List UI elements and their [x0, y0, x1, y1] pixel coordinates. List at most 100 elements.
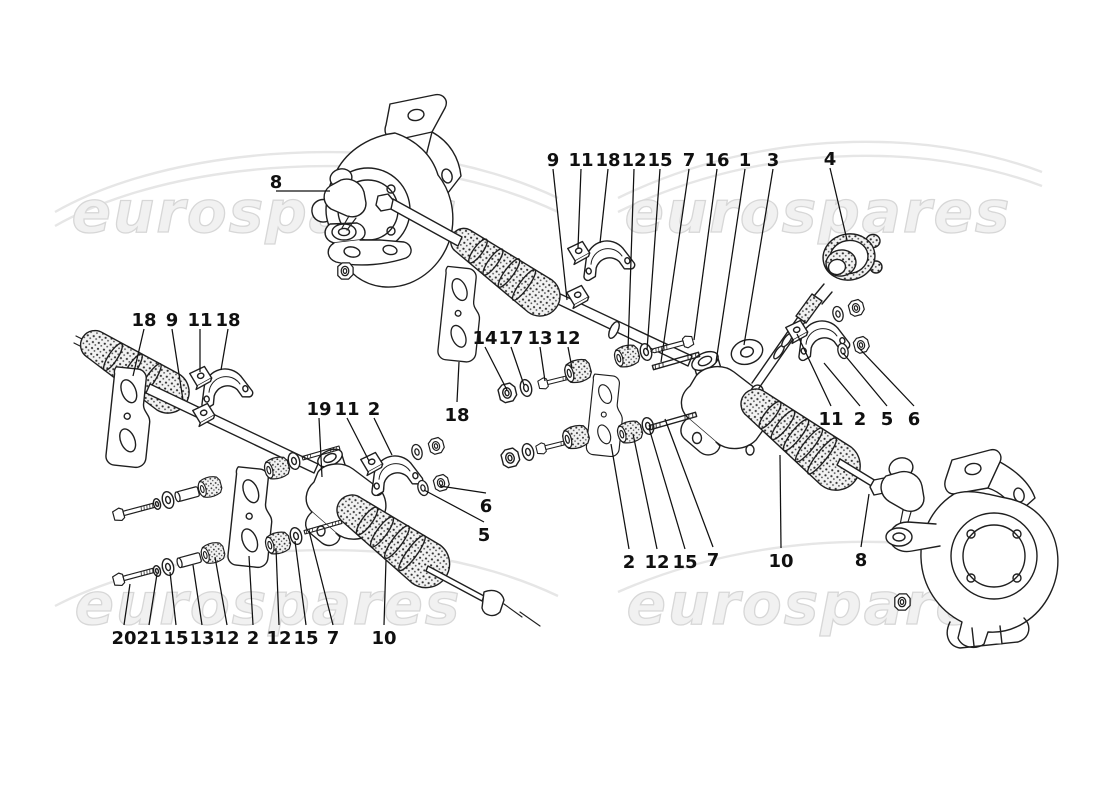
- line-art: [73, 93, 1059, 649]
- callout-2-30[interactable]: 2: [247, 628, 260, 649]
- callout-12-23[interactable]: 12: [555, 328, 580, 349]
- callout-15-27[interactable]: 15: [163, 628, 188, 649]
- callout-leader-5-19: [423, 489, 485, 523]
- lower-tie-rod: [425, 565, 541, 627]
- callout-5-43[interactable]: 5: [881, 409, 894, 430]
- callout-leader-18-11: [132, 328, 145, 377]
- callout-18-11[interactable]: 18: [131, 310, 156, 331]
- callout-leader-12-4: [627, 168, 635, 351]
- knuckle-nut-right: [894, 593, 911, 611]
- callout-leader-11-41: [796, 333, 832, 407]
- callout-6-44[interactable]: 6: [908, 409, 921, 430]
- callout-11-41[interactable]: 11: [818, 409, 843, 430]
- left-bolt-row-upper: [111, 474, 224, 523]
- callout-leader-11-16: [346, 417, 370, 462]
- callout-18-14[interactable]: 18: [215, 310, 240, 331]
- callout-leader-10-39: [779, 454, 782, 549]
- callout-10-39[interactable]: 10: [768, 551, 793, 572]
- callout-21-26[interactable]: 21: [136, 628, 161, 649]
- callout-leader-17-21: [510, 346, 525, 386]
- callout-6-18[interactable]: 6: [480, 496, 493, 517]
- callout-leader-3-9: [743, 168, 774, 346]
- callout-7-33[interactable]: 7: [327, 628, 340, 649]
- callout-15-32[interactable]: 15: [293, 628, 318, 649]
- callout-leader-14-20: [484, 346, 508, 391]
- pinion-shaft-and-coupling: [751, 233, 883, 389]
- callout-9-1[interactable]: 9: [547, 150, 560, 171]
- callout-11-2[interactable]: 11: [568, 150, 593, 171]
- callout-19-15[interactable]: 19: [306, 399, 331, 420]
- watermark-1: eurospares: [625, 178, 1012, 246]
- callout-9-12[interactable]: 9: [166, 310, 179, 331]
- callout-18-3[interactable]: 18: [595, 150, 620, 171]
- right-steering-knuckle: [885, 448, 1059, 649]
- callout-7-6[interactable]: 7: [683, 150, 696, 171]
- callout-8-0[interactable]: 8: [270, 172, 283, 193]
- callout-leader-1-8: [715, 168, 746, 363]
- callout-4-10[interactable]: 4: [824, 149, 837, 170]
- callout-leader-10-34: [383, 559, 387, 626]
- callout-leader-20-25: [123, 583, 131, 626]
- callout-leader-7-33: [308, 530, 334, 626]
- callout-leader-7-6: [660, 168, 690, 363]
- callout-leader-2-30: [248, 555, 254, 626]
- knuckle-nut-left: [337, 262, 354, 280]
- callout-10-34[interactable]: 10: [371, 628, 396, 649]
- callout-2-17[interactable]: 2: [368, 399, 381, 420]
- callout-17-21[interactable]: 17: [498, 328, 523, 349]
- callout-12-31[interactable]: 12: [266, 628, 291, 649]
- callout-11-13[interactable]: 11: [187, 310, 212, 331]
- callout-leader-19-15: [318, 417, 323, 478]
- callout-leader-5-43: [842, 352, 888, 407]
- callout-13-28[interactable]: 13: [189, 628, 214, 649]
- callout-16-7[interactable]: 16: [704, 150, 729, 171]
- callout-leader-9-12: [171, 328, 184, 401]
- callout-leader-12-31: [275, 547, 280, 626]
- callout-leader-15-37: [648, 427, 686, 550]
- callout-leader-18-24: [456, 361, 460, 403]
- callout-leader-2-17: [373, 417, 393, 456]
- callout-leader-13-22: [539, 346, 546, 382]
- mounting-bracket-right: [584, 373, 628, 458]
- callout-leader-12-36: [632, 433, 658, 550]
- callout-3-9[interactable]: 3: [767, 150, 780, 171]
- callout-7-38[interactable]: 7: [707, 550, 720, 571]
- callout-leader-18-3: [599, 168, 609, 244]
- callout-leader-9-1: [552, 168, 568, 301]
- callout-12-29[interactable]: 12: [214, 628, 239, 649]
- callout-2-35[interactable]: 2: [623, 552, 636, 573]
- callout-leader-15-5: [646, 168, 661, 351]
- callout-leader-8-40: [860, 493, 870, 548]
- callout-leader-15-27: [169, 571, 177, 626]
- seal-ring: [730, 338, 764, 366]
- callout-leader-6-44: [857, 346, 915, 407]
- center-bolt-row-lower: [499, 422, 592, 470]
- upper-rack-right-boot: [740, 388, 861, 491]
- callout-14-20[interactable]: 14: [472, 328, 497, 349]
- callout-8-40[interactable]: 8: [855, 550, 868, 571]
- callout-leader-15-32: [294, 540, 307, 626]
- callout-leader-16-7: [693, 168, 718, 341]
- callout-13-22[interactable]: 13: [527, 328, 552, 349]
- callout-1-8[interactable]: 1: [739, 150, 752, 171]
- callout-15-5[interactable]: 15: [647, 150, 672, 171]
- callout-leader-12-29: [214, 556, 228, 626]
- callout-leader-13-28: [192, 564, 203, 626]
- callout-leader-2-42: [823, 362, 861, 407]
- callout-20-25[interactable]: 20: [111, 628, 136, 649]
- callout-12-4[interactable]: 12: [621, 150, 646, 171]
- callout-2-42[interactable]: 2: [854, 409, 867, 430]
- callout-12-36[interactable]: 12: [644, 552, 669, 573]
- callout-leader-2-35: [610, 443, 630, 550]
- swoosh-top-right: [617, 140, 1043, 200]
- lower-rack-right-boot: [336, 494, 451, 589]
- callout-leader-18-14: [220, 328, 229, 371]
- callout-15-37[interactable]: 15: [672, 552, 697, 573]
- callout-5-19[interactable]: 5: [478, 525, 491, 546]
- callout-11-16[interactable]: 11: [334, 399, 359, 420]
- callout-leader-11-2: [577, 168, 582, 249]
- callout-18-24[interactable]: 18: [444, 405, 469, 426]
